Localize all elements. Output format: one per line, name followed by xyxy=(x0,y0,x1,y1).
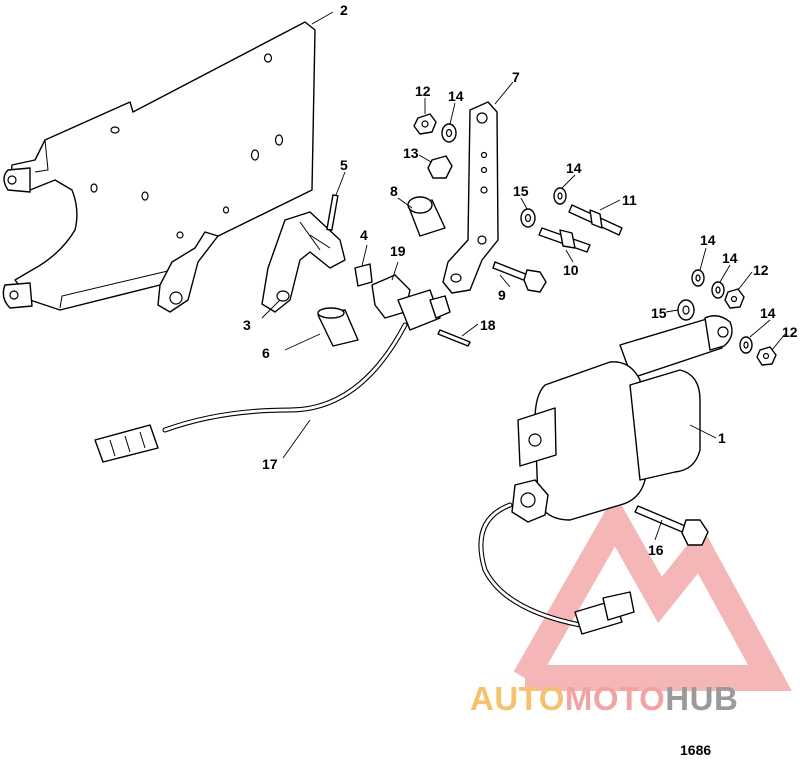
callout-14-top: 14 xyxy=(448,88,464,104)
washer-15a xyxy=(520,208,536,228)
callout-14-right-b: 14 xyxy=(722,250,738,266)
actuator-harness xyxy=(478,502,635,635)
stud-11 xyxy=(568,204,623,236)
callout-15-right: 15 xyxy=(651,305,667,321)
small-bushing xyxy=(354,263,373,287)
callout-14-right-c: 14 xyxy=(760,305,776,321)
callout-1: 1 xyxy=(718,430,726,446)
bellcrank-bracket xyxy=(261,211,346,313)
locknut xyxy=(427,155,453,179)
callout-12-mid: 12 xyxy=(753,262,769,278)
watermark-part-2: MOTO xyxy=(565,680,665,717)
washer-top xyxy=(441,123,457,143)
clevis-pin xyxy=(437,329,471,347)
mounting-plate xyxy=(2,21,316,313)
svg-text:AUTOMOTOHUB: AUTOMOTOHUB xyxy=(470,680,738,717)
washer-14b xyxy=(553,187,567,205)
callout-8: 8 xyxy=(390,183,398,199)
callout-16: 16 xyxy=(648,542,664,558)
nut-12b xyxy=(724,288,745,309)
watermark-part-1: AUTO xyxy=(470,680,565,717)
callout-11: 11 xyxy=(622,192,637,208)
bolt-16 xyxy=(634,505,709,546)
callout-5: 5 xyxy=(340,157,348,173)
nut-top xyxy=(413,113,437,135)
watermark-logo-icon xyxy=(513,493,792,691)
stud-10 xyxy=(538,227,591,253)
callout-18: 18 xyxy=(480,317,496,333)
nut-12c xyxy=(756,346,777,366)
callout-3: 3 xyxy=(243,317,251,333)
callout-14-mid: 14 xyxy=(566,160,582,176)
callout-15-left: 15 xyxy=(513,183,529,199)
roll-pin xyxy=(326,194,339,231)
callout-10: 10 xyxy=(563,262,579,278)
callout-12-top: 12 xyxy=(415,83,431,99)
callout-17: 17 xyxy=(262,456,278,472)
washer-14c xyxy=(691,269,705,287)
callout-9: 9 xyxy=(498,287,506,303)
callout-14-right-a: 14 xyxy=(700,232,716,248)
watermark-text: AUTOMOTOHUB xyxy=(470,680,738,717)
sleeve xyxy=(317,307,359,347)
leader-lines xyxy=(261,11,786,541)
callout-4: 4 xyxy=(360,227,368,243)
figure-number: 1686 xyxy=(680,742,711,758)
washer-15b xyxy=(677,299,695,321)
trim-actuator xyxy=(511,315,733,523)
watermark-part-3: HUB xyxy=(665,680,738,717)
bolt-9 xyxy=(492,261,547,293)
washer-14e xyxy=(739,336,753,354)
callout-7: 7 xyxy=(512,69,520,85)
spacer xyxy=(407,196,446,237)
callouts: 2 3 4 5 6 7 8 9 10 11 12 12 12 13 14 14 … xyxy=(243,2,798,558)
callout-2: 2 xyxy=(340,2,348,18)
link-arm xyxy=(442,101,499,294)
callout-12-right: 12 xyxy=(782,324,798,340)
callout-19: 19 xyxy=(390,243,406,259)
washer-14d xyxy=(711,281,725,299)
switch-harness xyxy=(94,289,451,463)
callout-13: 13 xyxy=(403,145,419,161)
callout-6: 6 xyxy=(262,345,270,361)
